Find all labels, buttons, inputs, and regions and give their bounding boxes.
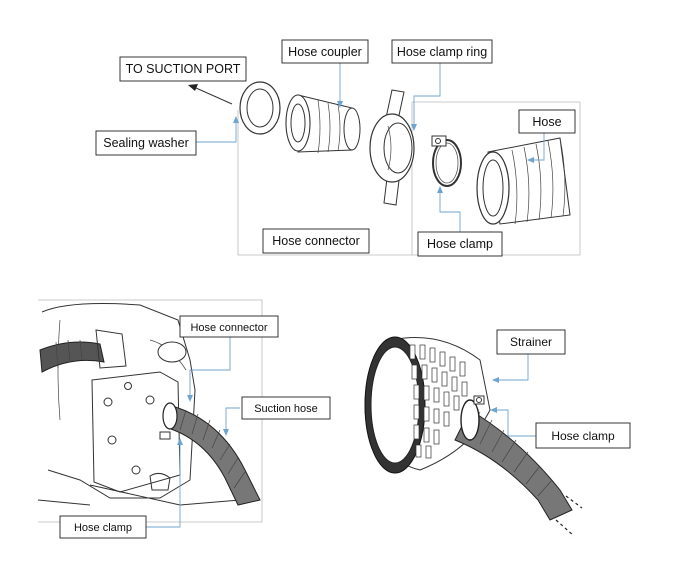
label-hose: Hose [518, 109, 576, 134]
svg-text:Strainer: Strainer [510, 335, 552, 349]
strainer-label-strainer: Strainer [496, 329, 566, 355]
exploded-view-panel: TO SUCTION PORT Hose coupler Hose clamp … [95, 39, 581, 257]
label-hose-clamp-ring: Hose clamp ring [391, 39, 493, 64]
suction-port-arrow [188, 84, 233, 105]
label-hose-clamp: Hose clamp [417, 231, 503, 257]
sealing-washer-part [239, 81, 281, 135]
pump-panel: Hose connector Suction hose Hose clamp [37, 299, 331, 539]
svg-text:Hose connector: Hose connector [190, 322, 267, 334]
strainer-hose [454, 395, 583, 537]
label-to-suction-port: TO SUCTION PORT [119, 56, 247, 82]
pump-label-hose-clamp: Hose clamp [59, 515, 147, 539]
svg-text:Hose clamp ring: Hose clamp ring [397, 45, 487, 59]
hose-clamp-ring-part [369, 89, 415, 206]
strainer-leader [496, 353, 529, 381]
svg-text:Hose clamp: Hose clamp [551, 429, 615, 443]
leader-sealing-washer [196, 120, 237, 143]
label-hose-connector: Hose connector [262, 228, 370, 254]
pump-leader-hose-connector [189, 337, 231, 398]
leader-hose-clamp-ring [413, 63, 441, 128]
discharge-hose [39, 329, 127, 373]
svg-text:Hose clamp: Hose clamp [74, 522, 132, 534]
svg-text:TO SUCTION PORT: TO SUCTION PORT [126, 62, 241, 76]
pump-label-suction-hose: Suction hose [241, 396, 331, 420]
strainer-label-hose-clamp: Hose clamp [535, 422, 631, 449]
svg-text:Sealing washer: Sealing washer [103, 136, 188, 150]
pump-leader-suction-hose [225, 407, 240, 432]
hose-clamp-part [431, 135, 462, 187]
hose-coupler-part [285, 94, 361, 154]
pump-body [37, 303, 241, 506]
frame-bracket [237, 102, 413, 256]
strainer-panel: Strainer Hose clamp [364, 329, 631, 537]
pump-label-hose-connector: Hose connector [179, 315, 279, 338]
svg-text:Suction hose: Suction hose [254, 403, 318, 415]
svg-text:Hose coupler: Hose coupler [288, 45, 362, 59]
pump-leader-hose-clamp [146, 442, 181, 528]
leader-hose [530, 132, 545, 161]
strainer-part [364, 336, 491, 474]
leader-hose-clamp [439, 190, 461, 232]
svg-text:Hose: Hose [532, 115, 561, 129]
svg-text:Hose clamp: Hose clamp [427, 237, 493, 251]
label-sealing-washer: Sealing washer [95, 130, 197, 156]
label-hose-coupler: Hose coupler [281, 39, 369, 64]
svg-text:Hose connector: Hose connector [272, 234, 360, 248]
hose-part [476, 137, 571, 225]
suction-hose [159, 402, 261, 506]
strainer-leader-hose-clamp [494, 409, 536, 437]
